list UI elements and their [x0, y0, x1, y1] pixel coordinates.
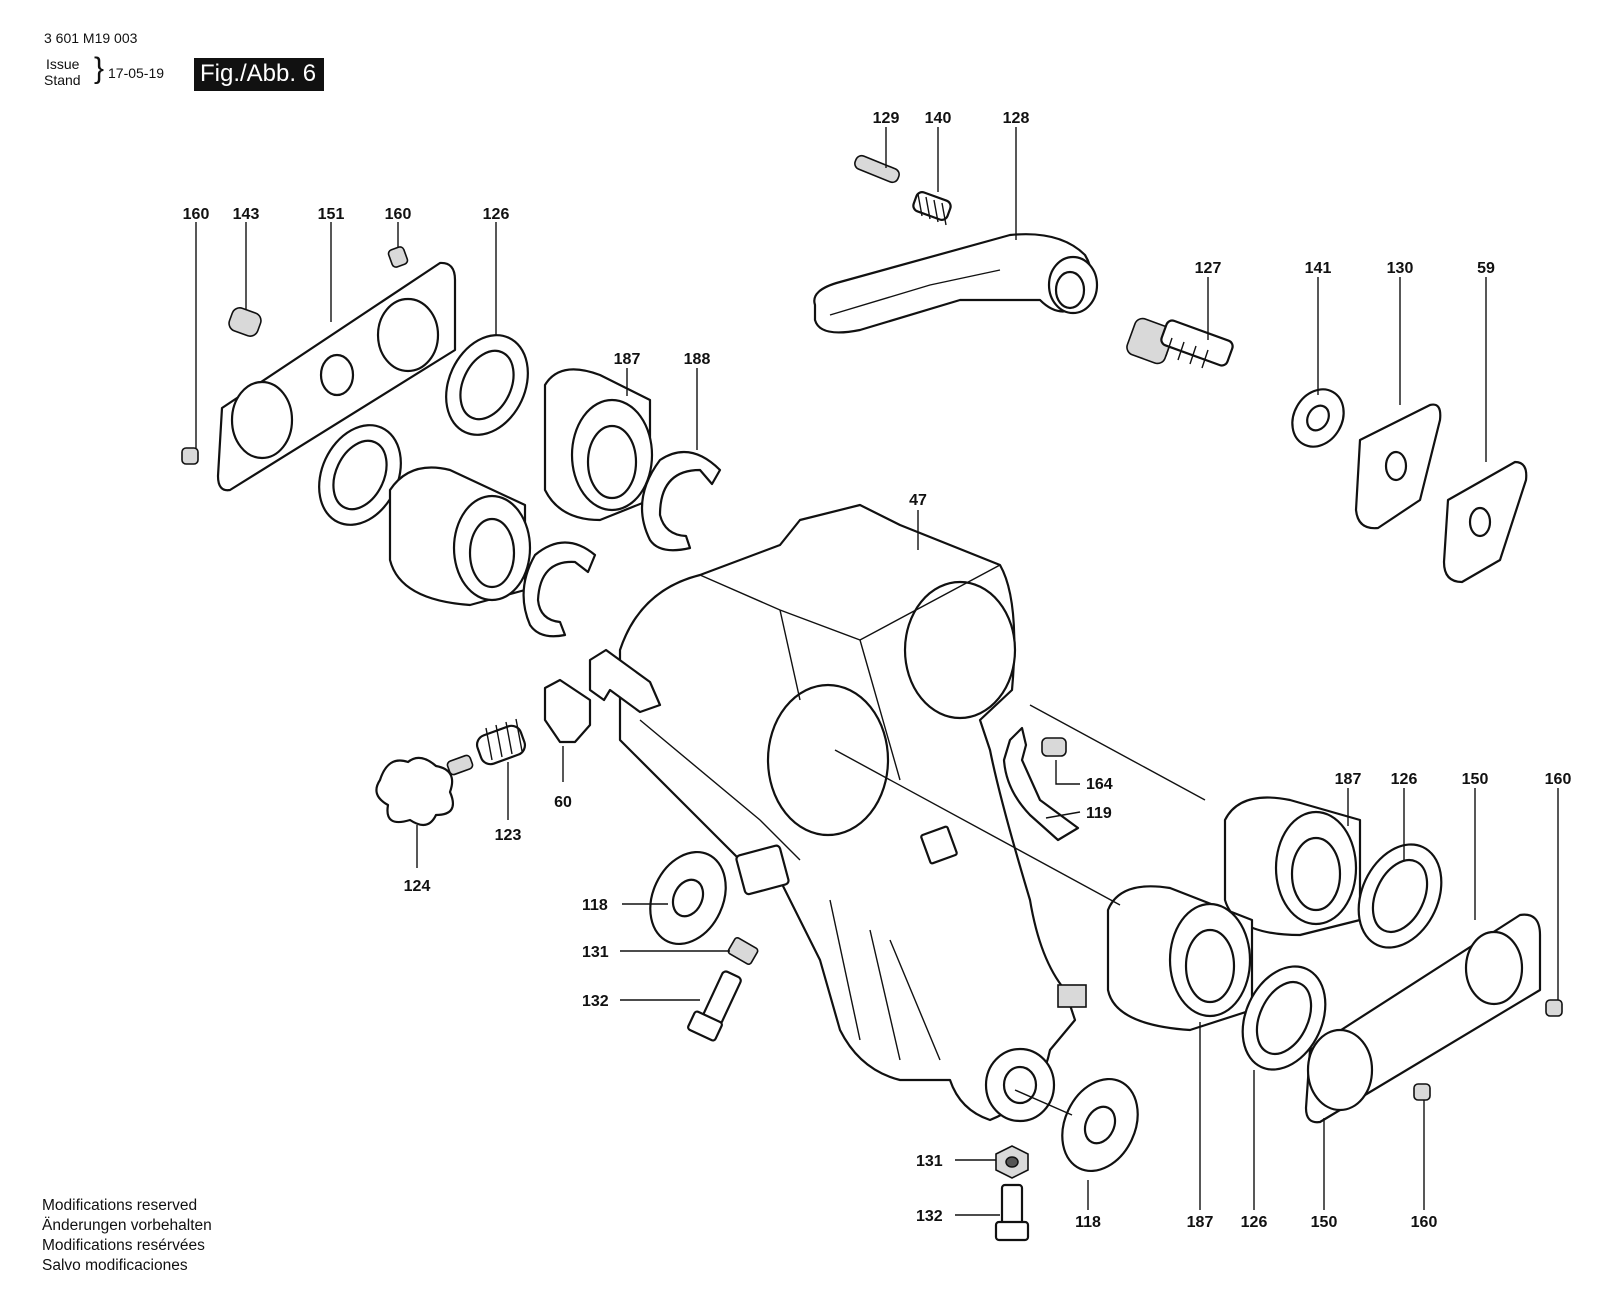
spring-140: [912, 191, 952, 226]
figure-label: Fig./Abb. 6: [194, 58, 325, 91]
washer-126-upper: [445, 334, 529, 436]
screw-160-right-lower: [1413, 1083, 1431, 1101]
note-line: Modifications reserved: [42, 1197, 198, 1214]
washer-126-right-lower: [1241, 965, 1327, 1071]
pin-129: [854, 154, 900, 184]
modifications-notes: Modifications reserved Änderungen vorbeh…: [42, 1196, 212, 1276]
bolt-127: [1126, 317, 1234, 369]
callout-119: 119: [1086, 805, 1112, 822]
handle-128: [813, 233, 1099, 334]
screw-143: [228, 307, 262, 337]
callout-130: 130: [1387, 260, 1414, 277]
washer-126-lower: [318, 424, 402, 526]
axis-line-pivot: [1014, 1089, 1073, 1116]
callout-160-bottom: 160: [1411, 1214, 1438, 1231]
screw-164: [1041, 737, 1067, 757]
bushing-187-lower: [388, 466, 532, 607]
callout-131-left: 131: [582, 944, 609, 961]
cover-plate-150: [1304, 913, 1542, 1124]
plate-59: [1442, 460, 1528, 584]
callout-160-top: 160: [385, 206, 412, 223]
callout-labels: 129 140 128 160 143 151 160 126 187 188 …: [183, 110, 1572, 1231]
clip-188-upper: [640, 450, 722, 552]
leader-lines: [195, 127, 1559, 1216]
brace-icon: }: [94, 52, 105, 85]
knob-124: [375, 754, 474, 827]
callout-160-right: 160: [1545, 771, 1572, 788]
bushing-187-right-lower: [1106, 885, 1254, 1032]
callout-132-bottom: 132: [916, 1208, 943, 1225]
callout-143: 143: [233, 206, 260, 223]
callout-131-bottom: 131: [916, 1153, 943, 1170]
callout-141: 141: [1305, 260, 1332, 277]
callout-188: 188: [684, 351, 711, 368]
axis-line-lower: [834, 749, 1121, 906]
callout-60: 60: [554, 794, 572, 811]
callout-187-bottom: 187: [1187, 1214, 1214, 1231]
axis-line-upper: [1029, 704, 1206, 801]
issue-label: Issue: [46, 56, 80, 72]
callout-47: 47: [909, 492, 927, 509]
callout-59: 59: [1477, 260, 1495, 277]
washer-118-upper: [649, 850, 727, 946]
nut-131-upper: [727, 937, 759, 965]
callout-187-top: 187: [614, 351, 641, 368]
stand-label: Stand: [44, 72, 81, 88]
nut-131-lower: [995, 1145, 1029, 1179]
callout-187-right: 187: [1335, 771, 1362, 788]
callout-118-bottom: 118: [1075, 1214, 1101, 1231]
latch-bracket: [588, 648, 662, 714]
housing-47: [618, 503, 1087, 1123]
washer-126-right-upper: [1357, 843, 1443, 949]
callout-151: 151: [318, 206, 345, 223]
plate-130: [1354, 403, 1442, 530]
bolt-132-lower: [994, 1183, 1030, 1242]
cover-plate-151: [216, 261, 457, 492]
callout-140: 140: [925, 110, 952, 127]
callout-164: 164: [1086, 776, 1113, 793]
screw-160-left: [181, 447, 199, 465]
note-line: Salvo modificaciones: [42, 1257, 188, 1274]
callout-123: 123: [495, 827, 522, 844]
callout-127: 127: [1195, 260, 1222, 277]
callout-150-bottom: 150: [1311, 1214, 1338, 1231]
issue-date: 17-05-19: [108, 65, 165, 81]
note-line: Modifications resérvées: [42, 1237, 205, 1254]
washer-118-lower: [1061, 1077, 1139, 1173]
document-number: 3 601 M19 003: [44, 30, 138, 46]
callout-129: 129: [873, 110, 900, 127]
washer-141: [1291, 388, 1345, 448]
callout-126-right: 126: [1391, 771, 1418, 788]
callout-118-left: 118: [582, 897, 608, 914]
clip-60: [543, 678, 592, 744]
spring-123: [475, 718, 527, 766]
callout-160-top-left: 160: [183, 206, 210, 223]
callout-126-bottom: 126: [1241, 1214, 1268, 1231]
screw-160-top: [387, 246, 409, 268]
bushing-187-right-upper: [1223, 796, 1362, 937]
clip-188-lower: [522, 541, 597, 638]
bushing-187-upper: [543, 368, 654, 522]
callout-128: 128: [1003, 110, 1030, 127]
screw-160-right-upper: [1545, 999, 1563, 1017]
callout-126-top: 126: [483, 206, 510, 223]
callout-124: 124: [404, 878, 431, 895]
bolt-132-upper: [687, 970, 742, 1042]
issue-block: Issue Stand } 17-05-19 Fig./Abb. 6: [44, 52, 364, 96]
note-line: Änderungen vorbehalten: [42, 1217, 212, 1234]
callout-132-left: 132: [582, 993, 609, 1010]
callout-150-top: 150: [1462, 771, 1489, 788]
bracket-119: [1002, 726, 1080, 842]
